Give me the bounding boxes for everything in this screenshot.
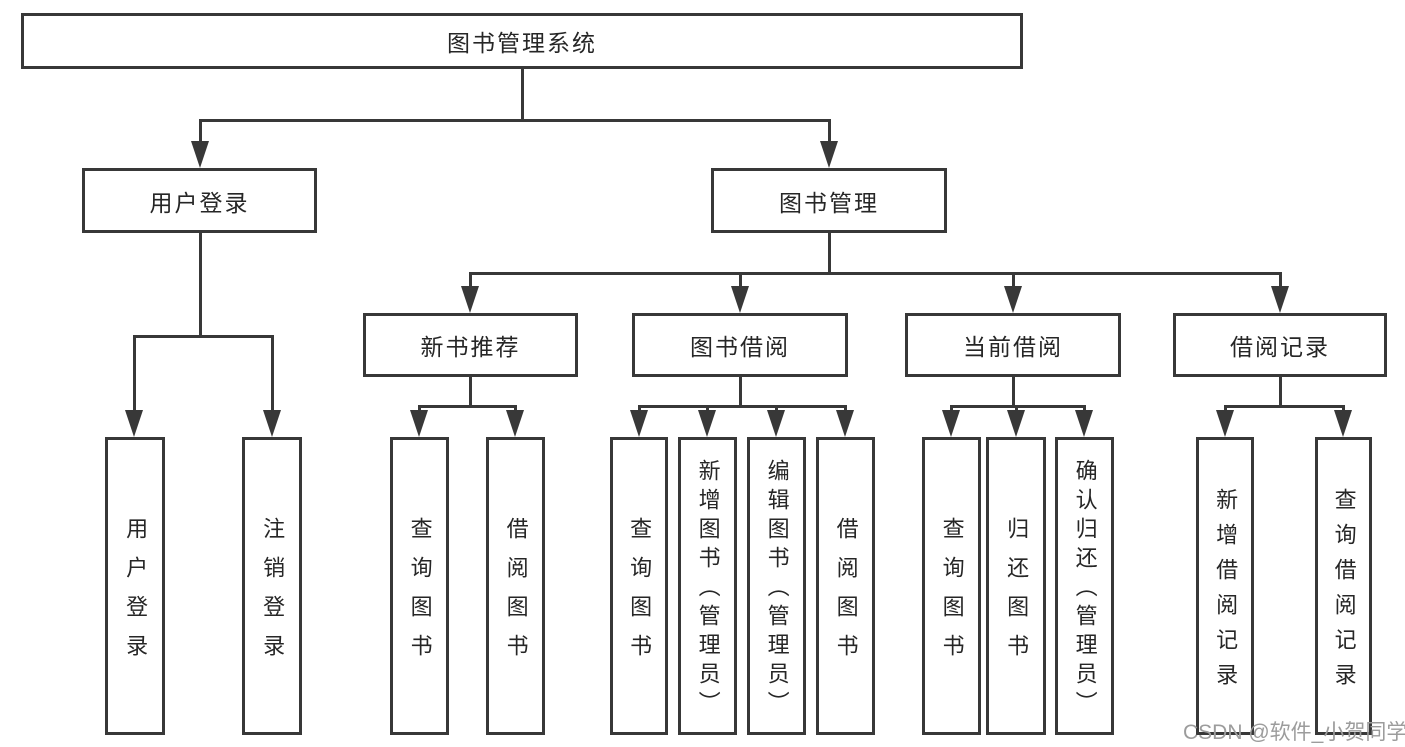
node-current-borrow: 当前借阅 <box>905 313 1121 377</box>
connector-line <box>198 118 831 122</box>
leaf-label: 借阅图书 <box>503 516 529 673</box>
leaf-query-books-recommend: 查询图书 <box>390 437 449 735</box>
connector-line <box>738 377 742 406</box>
arrowhead-down-icon <box>767 410 785 437</box>
connector-line <box>417 404 517 408</box>
node-label: 图书管理系统 <box>447 30 597 56</box>
arrowhead-down-icon <box>698 410 716 437</box>
leaf-label: 新增图书（管理员） <box>695 459 721 720</box>
connector-line <box>1278 377 1282 406</box>
connector-line <box>949 404 1086 408</box>
leaf-logout: 注销登录 <box>242 437 302 735</box>
leaf-label: 借阅图书 <box>833 516 859 673</box>
connector-line <box>520 69 524 120</box>
leaf-confirm-return-admin: 确认归还（管理员） <box>1055 437 1114 735</box>
arrowhead-down-icon <box>630 410 648 437</box>
node-book-borrow: 图书借阅 <box>632 313 848 377</box>
node-borrow-records: 借阅记录 <box>1173 313 1387 377</box>
connector-line <box>132 336 136 419</box>
node-label: 用户登录 <box>149 189 250 216</box>
leaf-query-books-borrow: 查询图书 <box>610 437 668 735</box>
connector-line <box>1223 404 1345 408</box>
leaf-label: 注销登录 <box>260 516 286 673</box>
connector-line <box>270 336 274 419</box>
leaf-label: 用户登录 <box>123 516 149 673</box>
leaf-label: 查询借阅记录 <box>1331 487 1357 698</box>
leaf-query-books-current: 查询图书 <box>922 437 981 735</box>
leaf-return-book: 归还图书 <box>986 437 1046 735</box>
leaf-add-borrow-record: 新增借阅记录 <box>1196 437 1254 735</box>
arrowhead-down-icon <box>836 410 854 437</box>
connector-line <box>1011 377 1015 406</box>
connector-line <box>468 273 472 295</box>
arrowhead-down-icon <box>1075 410 1093 437</box>
arrowhead-down-icon <box>1334 410 1352 437</box>
leaf-label: 编辑图书（管理员） <box>764 459 790 720</box>
arrowhead-down-icon <box>506 410 524 437</box>
leaf-borrow-books-recommend: 借阅图书 <box>486 437 545 735</box>
leaf-borrow-books-borrow: 借阅图书 <box>816 437 875 735</box>
node-book-management: 图书管理 <box>711 168 947 233</box>
connector-line <box>827 120 831 150</box>
arrowhead-down-icon <box>731 286 749 313</box>
arrowhead-down-icon <box>263 410 281 437</box>
arrowhead-down-icon <box>1271 286 1289 313</box>
leaf-label: 归还图书 <box>1004 516 1030 673</box>
connector-line <box>468 271 1282 275</box>
leaf-query-borrow-record: 查询借阅记录 <box>1315 437 1372 735</box>
connector-line <box>637 404 847 408</box>
node-label: 新书推荐 <box>420 334 521 360</box>
leaf-label: 确认归还（管理员） <box>1072 459 1098 720</box>
leaf-user-login: 用户登录 <box>105 437 165 735</box>
connector-line <box>827 233 831 273</box>
node-label: 当前借阅 <box>963 334 1063 360</box>
arrowhead-down-icon <box>410 410 428 437</box>
leaf-label: 查询图书 <box>627 516 653 673</box>
arrowhead-down-icon <box>125 410 143 437</box>
connector-line <box>468 377 472 406</box>
connector-line <box>738 273 742 295</box>
arrowhead-down-icon <box>461 286 479 313</box>
node-label: 图书管理 <box>779 189 879 216</box>
node-new-book-recommend: 新书推荐 <box>363 313 578 377</box>
leaf-label: 查询图书 <box>407 516 433 673</box>
node-label: 图书借阅 <box>690 334 790 360</box>
connector-line <box>1278 273 1282 295</box>
node-label: 借阅记录 <box>1230 334 1330 360</box>
arrowhead-down-icon <box>1004 286 1022 313</box>
leaf-label: 新增借阅记录 <box>1213 487 1239 698</box>
leaf-label: 查询图书 <box>939 516 965 673</box>
arrowhead-down-icon <box>820 141 838 168</box>
node-library-management-system: 图书管理系统 <box>21 13 1023 69</box>
connector-line <box>132 334 274 338</box>
csdn-watermark: CSDN @软件_小贺同学 <box>1183 721 1405 744</box>
arrowhead-down-icon <box>1216 410 1234 437</box>
connector-line <box>198 120 202 150</box>
leaf-add-book-admin: 新增图书（管理员） <box>678 437 737 735</box>
arrowhead-down-icon <box>942 410 960 437</box>
leaf-edit-book-admin: 编辑图书（管理员） <box>747 437 806 735</box>
arrowhead-down-icon <box>191 141 209 168</box>
node-user-login: 用户登录 <box>82 168 317 233</box>
connector-line <box>198 233 202 336</box>
connector-line <box>1011 273 1015 295</box>
arrowhead-down-icon <box>1007 410 1025 437</box>
